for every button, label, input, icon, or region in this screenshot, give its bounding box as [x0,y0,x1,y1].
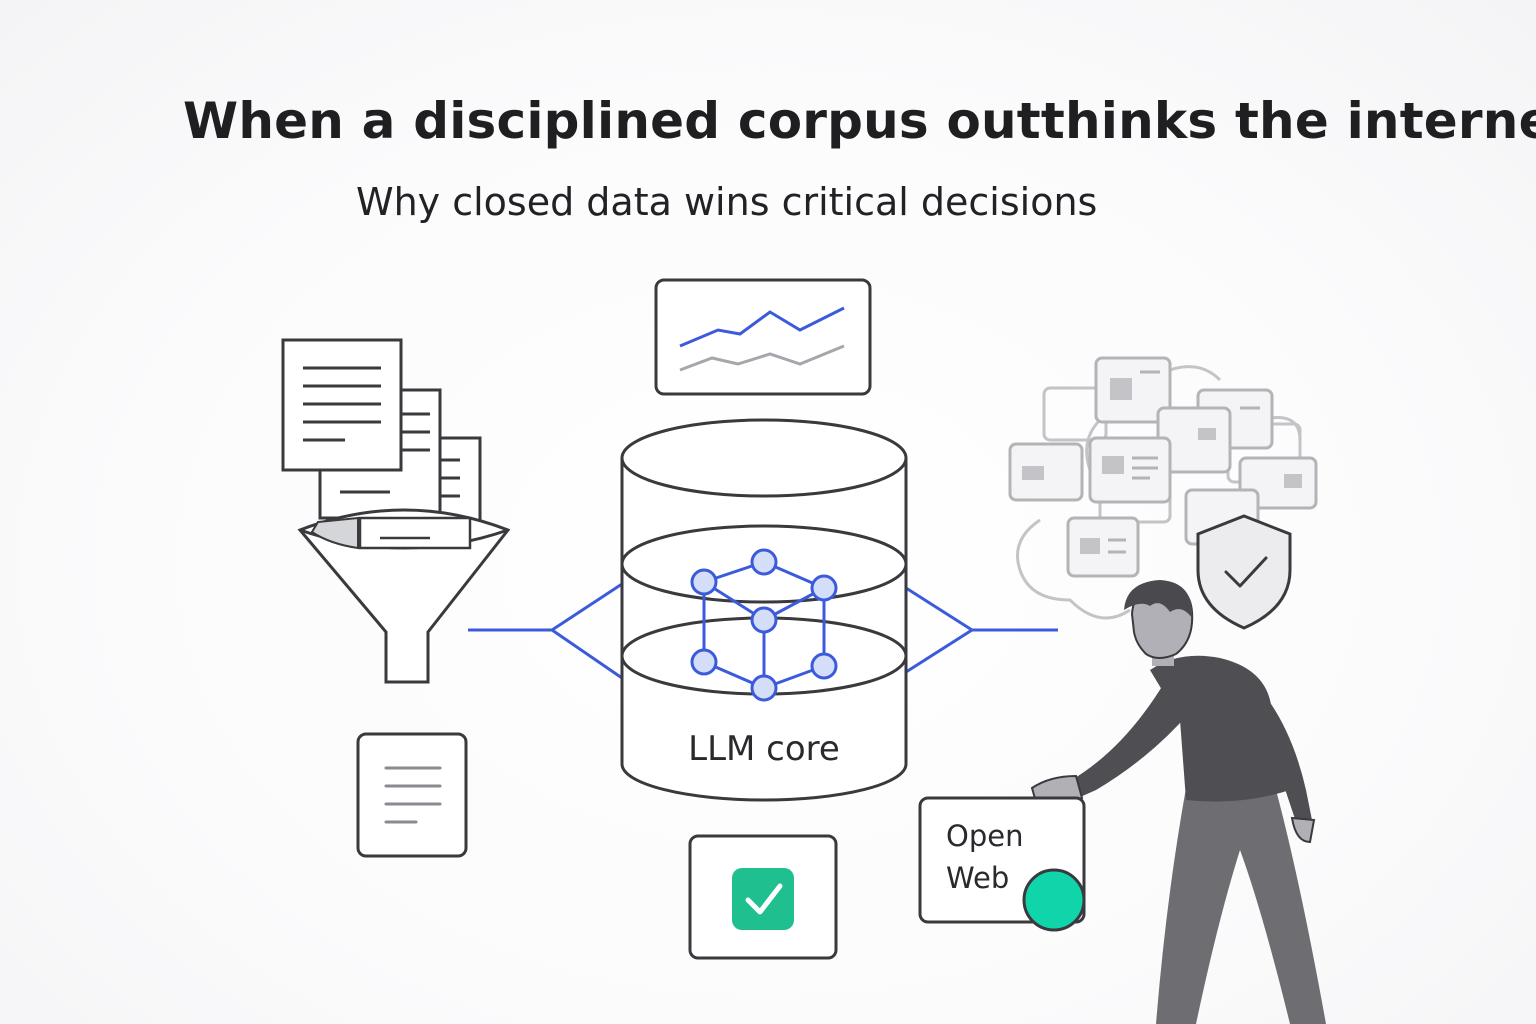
checkbox-icon [688,834,838,960]
open-web-toggle-dot [1022,868,1086,932]
line-chart-icon [654,278,872,396]
page-subtitle: Why closed data wins critical decisions [356,180,1098,224]
shield-check-icon [1196,514,1292,630]
open-web-label-line2: Web [946,861,1009,895]
core-label: LLM core [688,729,840,769]
page-title: When a disciplined corpus outthinks the … [183,92,1536,150]
open-web-label-line1: Open [946,819,1023,853]
connector-left [468,582,623,680]
person-icon [1030,580,1326,1024]
network-cube-icon [690,548,838,702]
web-cards [1008,356,1318,578]
connector-right [905,586,1058,674]
document-stack-icon [281,338,482,550]
open-web-card: Open Web [918,796,1086,932]
document-icon [356,732,468,858]
funnel-icon [297,508,511,684]
